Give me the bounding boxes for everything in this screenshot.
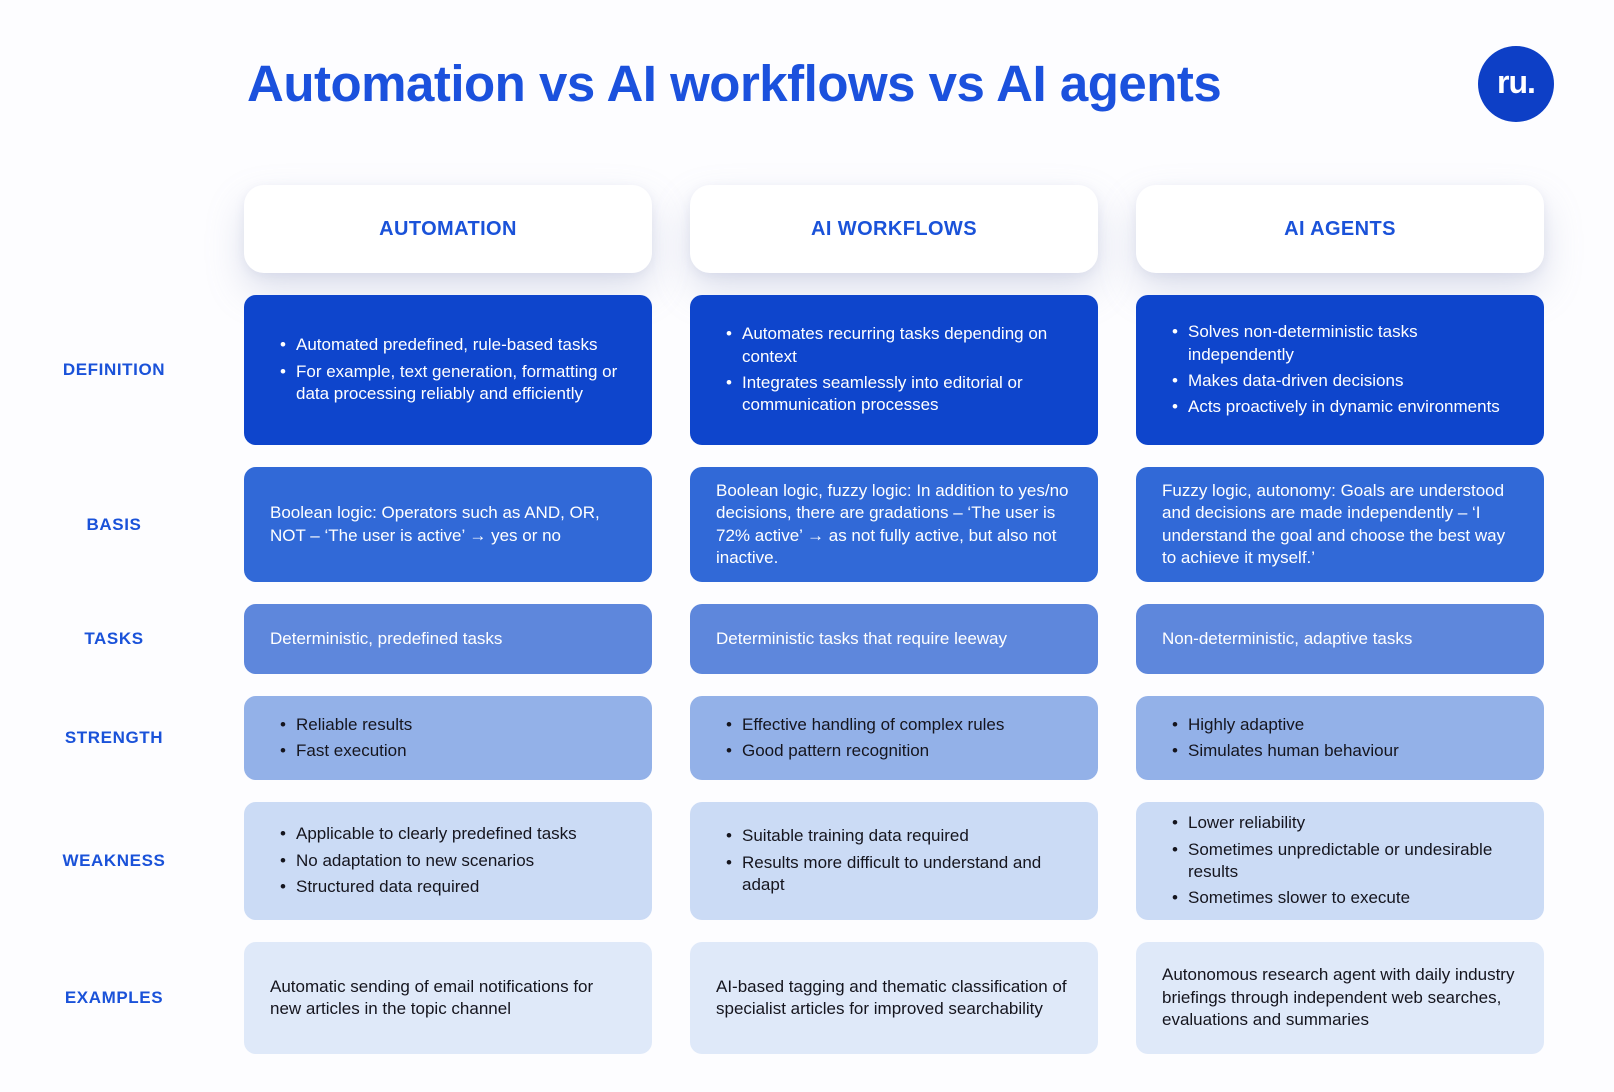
bullet-icon: • — [726, 852, 732, 872]
bullet-icon: • — [280, 335, 286, 355]
cell-tasks-automation: Deterministic, predefined tasks — [244, 604, 652, 674]
list-item: •Effective handling of complex rules — [716, 714, 1072, 736]
brand-logo-icon: ru. — [1478, 46, 1554, 122]
bullet-icon: • — [1172, 714, 1178, 734]
cell-examples-ai-agents: Autonomous research agent with daily ind… — [1136, 942, 1544, 1054]
bullet-icon: • — [280, 741, 286, 760]
cell-definition-ai-agents: •Solves non-deterministic tasks independ… — [1136, 295, 1544, 445]
bullet-icon: • — [1172, 839, 1178, 859]
page-title: Automation vs AI workflows vs AI agents — [247, 55, 1222, 112]
column-header-ai-workflows: AI WORKFLOWS — [690, 185, 1098, 273]
column-header-ai-agents: AI AGENTS — [1136, 185, 1544, 273]
list-item: •Structured data required — [270, 876, 626, 898]
list-item: •No adaptation to new scenarios — [270, 850, 626, 872]
row-label-tasks: TASKS — [84, 629, 144, 648]
bullet-list: •Automated predefined, rule-based tasks … — [270, 334, 626, 405]
bullet-icon: • — [280, 850, 286, 870]
list-item: •Suitable training data required — [716, 825, 1072, 847]
bullet-icon: • — [1172, 397, 1178, 417]
list-item: •For example, text generation, formattin… — [270, 361, 626, 406]
cell-weakness-automation: •Applicable to clearly predefined tasks … — [244, 802, 652, 920]
cell-strength-automation: •Reliable results •Fast execution — [244, 696, 652, 780]
header-spacer — [0, 185, 206, 273]
bullet-icon: • — [280, 877, 286, 897]
bullet-icon: • — [1172, 741, 1178, 760]
bullet-icon: • — [1172, 813, 1178, 833]
row-label-examples: EXAMPLES — [64, 988, 164, 1007]
bullet-icon: • — [726, 324, 732, 344]
row-label-weakness: WEAKNESS — [62, 851, 166, 870]
bullet-icon: • — [1172, 888, 1178, 908]
cell-tasks-ai-agents: Non-deterministic, adaptive tasks — [1136, 604, 1544, 674]
bullet-icon: • — [280, 824, 286, 844]
column-header-automation: AUTOMATION — [244, 185, 652, 273]
cell-basis-automation: Boolean logic: Operators such as AND, OR… — [244, 467, 652, 582]
list-item: •Automates recurring tasks depending on … — [716, 323, 1072, 368]
bullet-list: •Effective handling of complex rules •Go… — [716, 714, 1072, 763]
bullet-icon: • — [1172, 371, 1178, 390]
bullet-icon: • — [726, 826, 732, 846]
bullet-icon: • — [280, 361, 286, 381]
bullet-list: •Automates recurring tasks depending on … — [716, 323, 1072, 417]
cell-tasks-ai-workflows: Deterministic tasks that require leeway — [690, 604, 1098, 674]
list-item: •Solves non-deterministic tasks independ… — [1162, 321, 1518, 366]
list-item: •Results more difficult to understand an… — [716, 852, 1072, 897]
cell-strength-ai-workflows: •Effective handling of complex rules •Go… — [690, 696, 1098, 780]
list-item: •Acts proactively in dynamic environment… — [1162, 396, 1518, 418]
list-item: •Makes data-driven decisions — [1162, 370, 1518, 392]
row-label-definition: DEFINITION — [62, 360, 166, 379]
list-item: •Lower reliability — [1162, 812, 1518, 834]
bullet-list: •Reliable results •Fast execution — [270, 714, 626, 763]
cell-definition-ai-workflows: •Automates recurring tasks depending on … — [690, 295, 1098, 445]
cell-examples-automation: Automatic sending of email notifications… — [244, 942, 652, 1054]
list-item: •Simulates human behaviour — [1162, 740, 1518, 762]
cell-basis-ai-agents: Fuzzy logic, autonomy: Goals are underst… — [1136, 467, 1544, 582]
cell-definition-automation: •Automated predefined, rule-based tasks … — [244, 295, 652, 445]
list-item: •Highly adaptive — [1162, 714, 1518, 736]
bullet-icon: • — [1172, 322, 1178, 342]
bullet-list: •Lower reliability •Sometimes unpredicta… — [1162, 812, 1518, 910]
bullet-icon: • — [726, 741, 732, 760]
comparison-grid: AUTOMATION AI WORKFLOWS AI AGENTS DEFINI… — [0, 185, 1614, 1054]
bullet-list: •Solves non-deterministic tasks independ… — [1162, 321, 1518, 419]
title-row: Automation vs AI workflows vs AI agents … — [0, 46, 1614, 122]
row-label-strength: STRENGTH — [64, 728, 164, 747]
brand-logo-text: ru. — [1497, 63, 1536, 100]
row-label-basis: BASIS — [86, 514, 142, 534]
list-item: •Applicable to clearly predefined tasks — [270, 823, 626, 845]
cell-strength-ai-agents: •Highly adaptive •Simulates human behavi… — [1136, 696, 1544, 780]
cell-basis-ai-workflows: Boolean logic, fuzzy logic: In addition … — [690, 467, 1098, 582]
cell-weakness-ai-agents: •Lower reliability •Sometimes unpredicta… — [1136, 802, 1544, 920]
bullet-list: •Highly adaptive •Simulates human behavi… — [1162, 714, 1518, 763]
cell-examples-ai-workflows: AI-based tagging and thematic classifica… — [690, 942, 1098, 1054]
cell-weakness-ai-workflows: •Suitable training data required •Result… — [690, 802, 1098, 920]
list-item: •Reliable results — [270, 714, 626, 736]
list-item: •Good pattern recognition — [716, 740, 1072, 762]
bullet-icon: • — [280, 714, 286, 734]
list-item: •Fast execution — [270, 740, 626, 762]
bullet-icon: • — [726, 714, 732, 734]
list-item: •Integrates seamlessly into editorial or… — [716, 372, 1072, 417]
bullet-list: •Suitable training data required •Result… — [716, 825, 1072, 896]
bullet-list: •Applicable to clearly predefined tasks … — [270, 823, 626, 898]
list-item: •Sometimes unpredictable or undesirable … — [1162, 839, 1518, 884]
list-item: •Sometimes slower to execute — [1162, 887, 1518, 909]
bullet-icon: • — [726, 373, 732, 392]
list-item: •Automated predefined, rule-based tasks — [270, 334, 626, 356]
